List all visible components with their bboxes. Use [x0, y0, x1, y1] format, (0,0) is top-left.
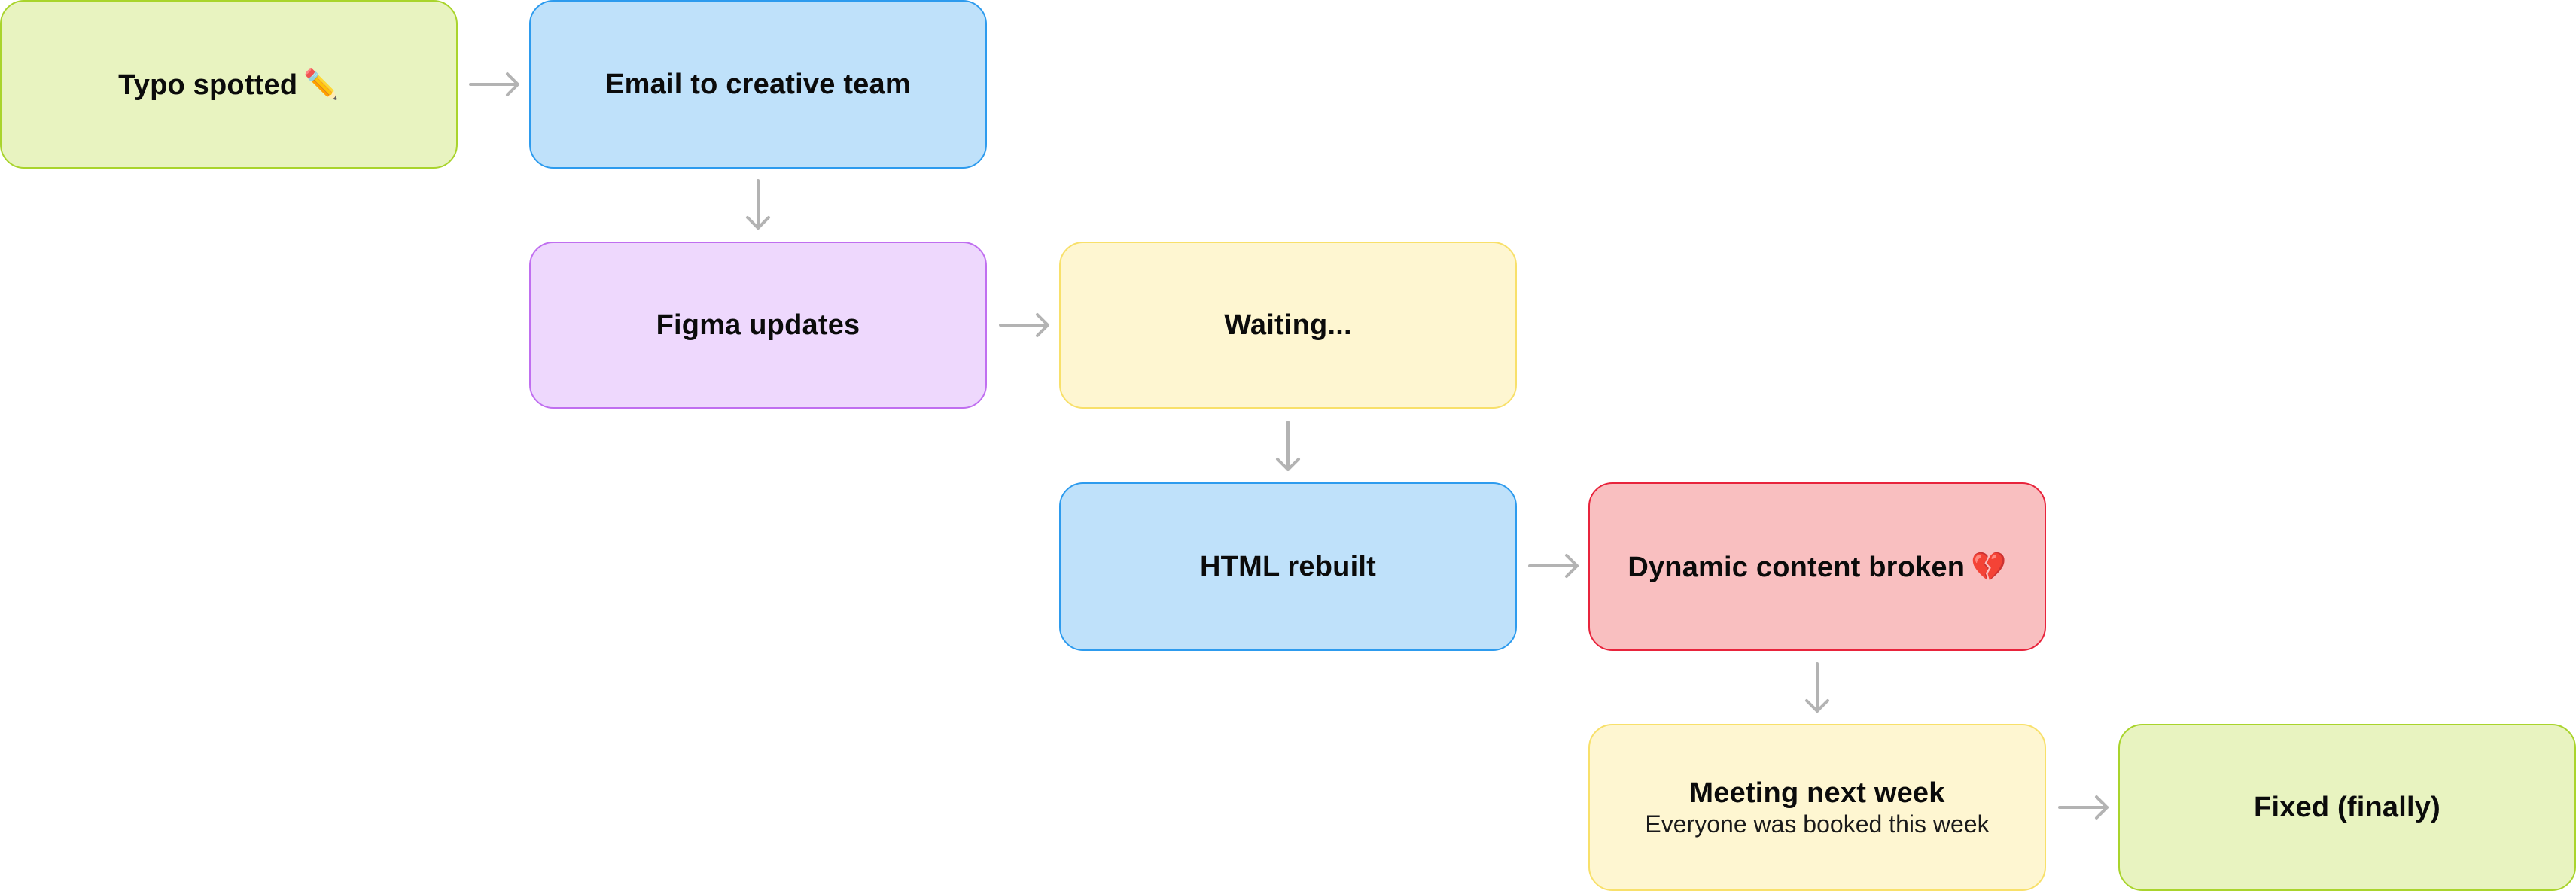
node-html-rebuilt-label: HTML rebuilt [1200, 551, 1376, 582]
arrow-dynamic-to-meeting [1805, 662, 1829, 713]
node-email-creative: Email to creative team [529, 0, 987, 169]
node-meeting-next-week-label: Meeting next week [1689, 777, 1945, 809]
broken-heart-icon: 💔 [1971, 549, 2007, 583]
node-fixed-finally: Fixed (finally) [2118, 724, 2576, 891]
node-fixed-finally-label: Fixed (finally) [2254, 792, 2441, 823]
node-dynamic-broken: Dynamic content broken💔 [1588, 482, 2046, 651]
arrow-waiting-to-html [1276, 421, 1300, 471]
node-dynamic-broken-label: Dynamic content broken💔 [1628, 549, 2007, 583]
node-waiting: Waiting... [1059, 242, 1517, 409]
arrow-typo-to-email [469, 72, 519, 96]
node-figma-updates-label: Figma updates [656, 309, 860, 341]
arrow-meeting-to-fixed [2058, 795, 2109, 820]
arrow-html-to-dynamic [1528, 554, 1579, 578]
node-figma-updates: Figma updates [529, 242, 987, 409]
node-meeting-next-week-sublabel: Everyone was booked this week [1645, 810, 1990, 838]
pencil-icon: ✏️ [303, 67, 340, 101]
node-html-rebuilt: HTML rebuilt [1059, 482, 1517, 651]
node-waiting-label: Waiting... [1224, 309, 1352, 341]
arrow-email-to-figma [746, 179, 770, 230]
node-typo-spotted: Typo spotted✏️ [0, 0, 458, 169]
node-typo-spotted-label: Typo spotted✏️ [118, 67, 340, 101]
node-email-creative-label: Email to creative team [605, 68, 911, 100]
arrow-figma-to-waiting [999, 313, 1049, 337]
node-meeting-next-week: Meeting next week Everyone was booked th… [1588, 724, 2046, 891]
